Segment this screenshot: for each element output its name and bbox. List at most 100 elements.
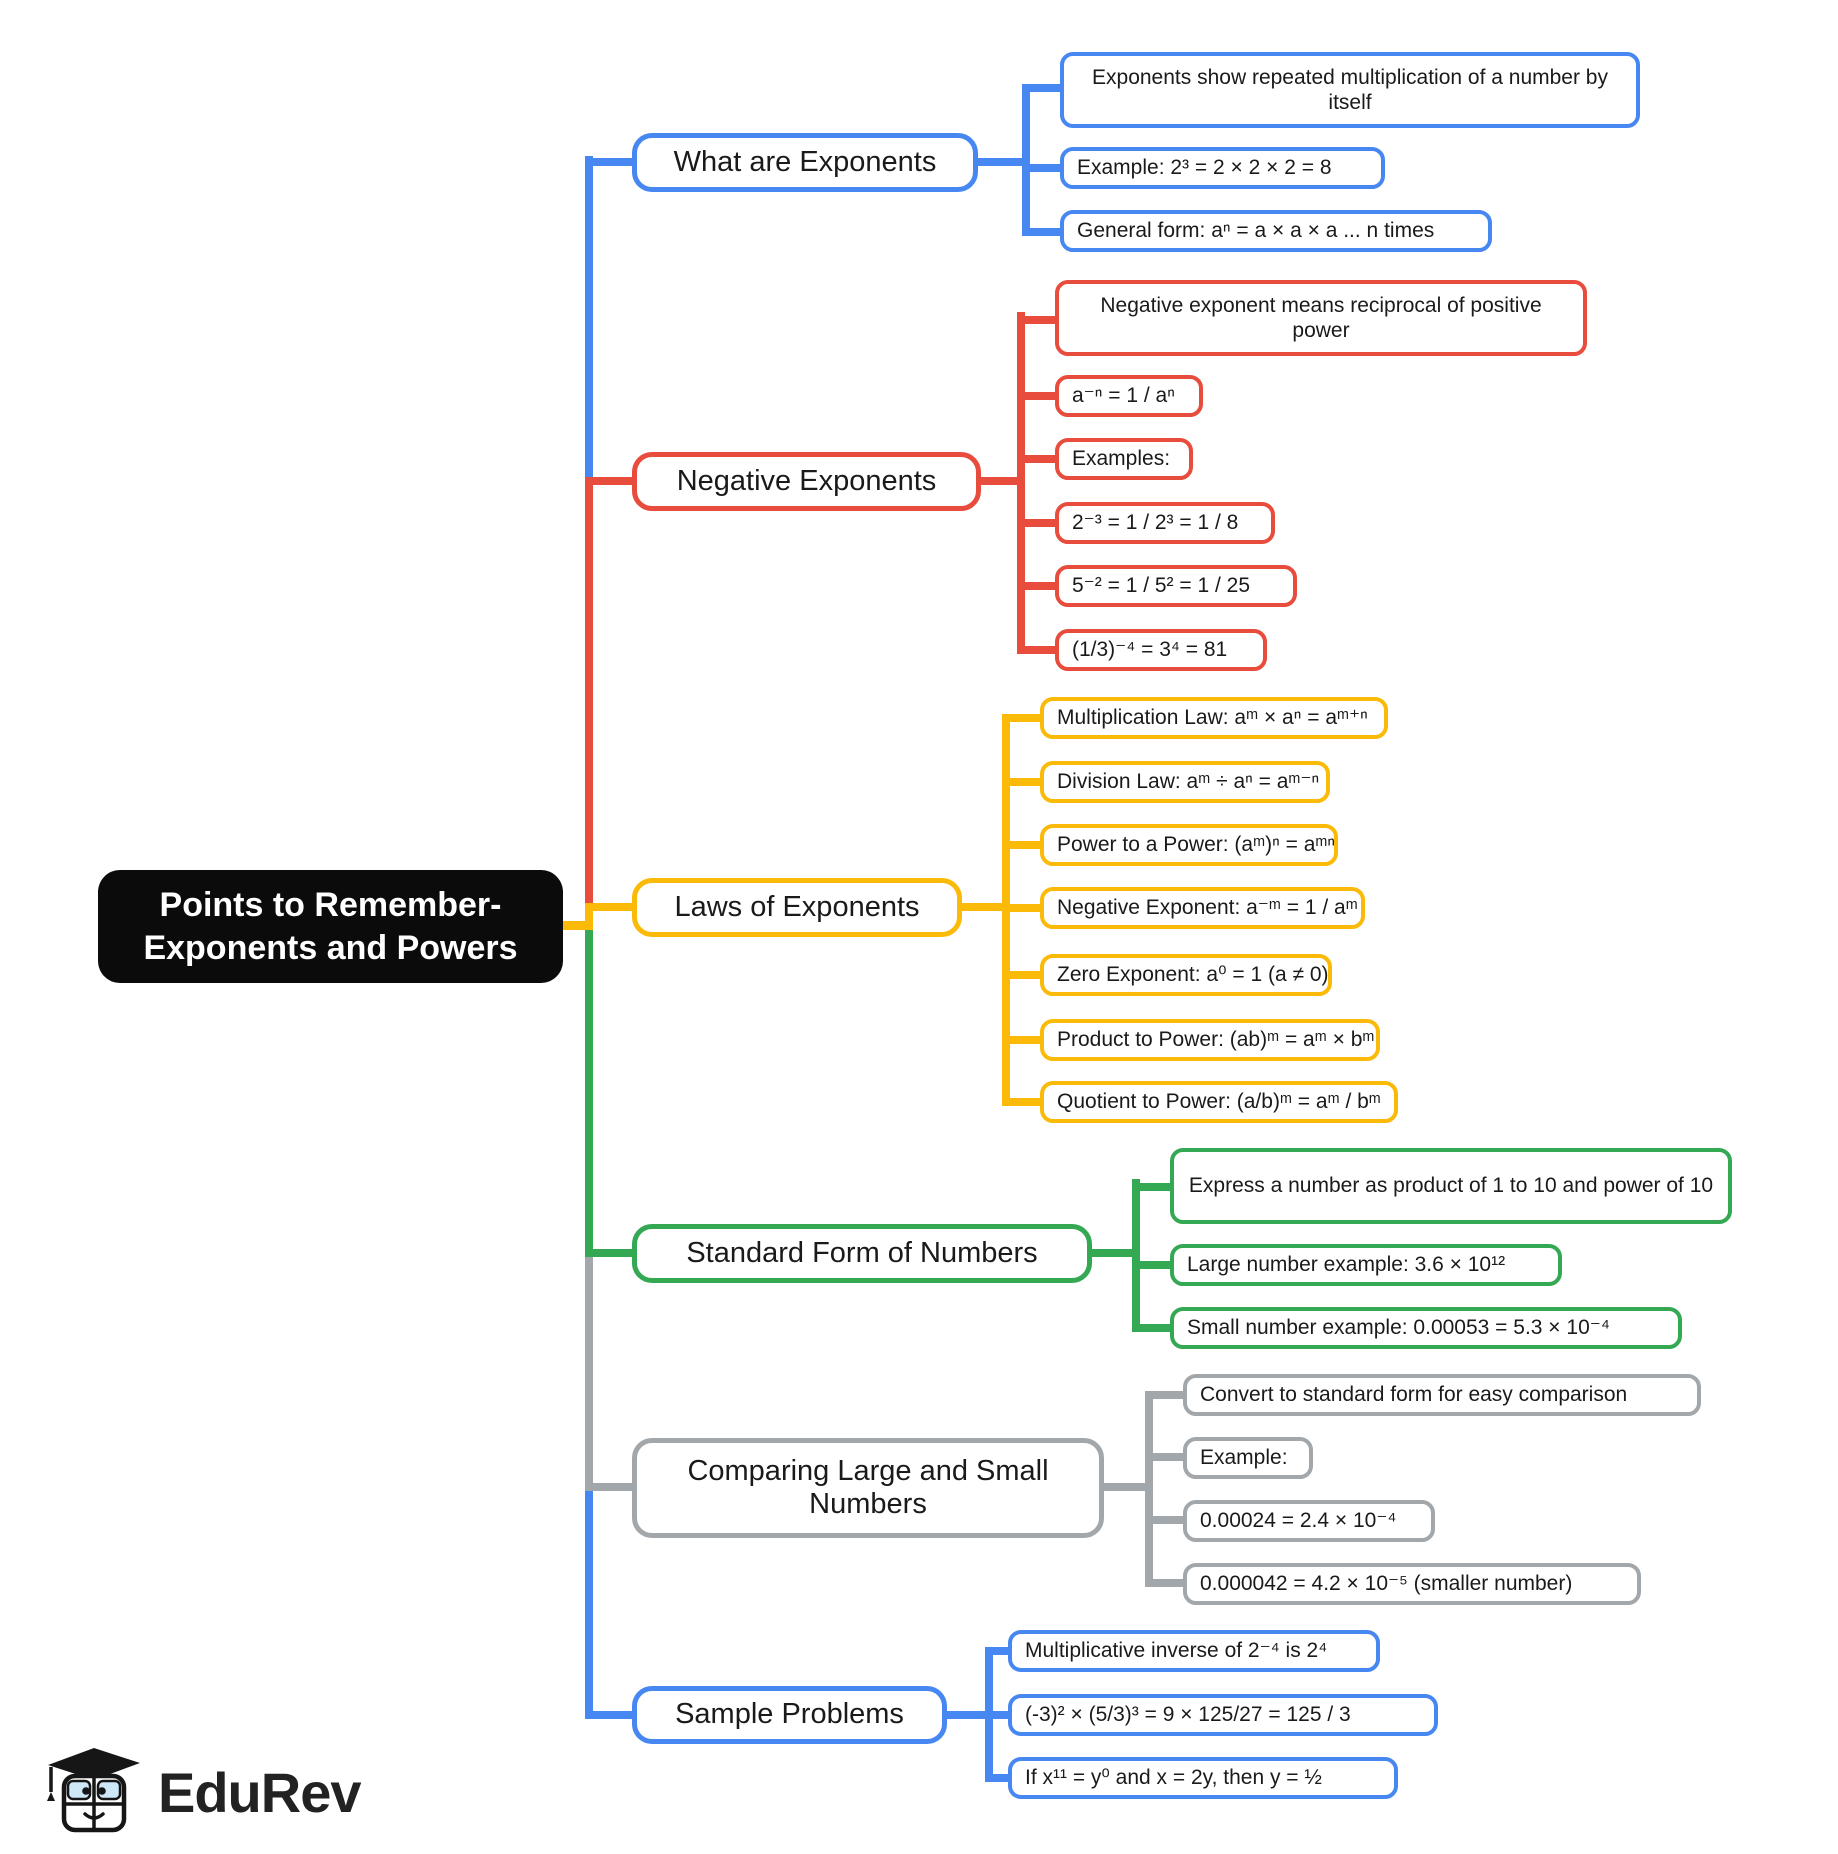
leaf-node: Examples: [1055,438,1193,480]
child-trunk-branch2 [1017,312,1025,652]
connector-child [985,1711,1015,1719]
leaf-node: a⁻ⁿ = 1 / aⁿ [1055,375,1203,417]
trunk-segment-blue-bottom [585,1487,593,1719]
connector-branch1 [975,158,1027,166]
connector-child [1132,1324,1172,1332]
leaf-node: 0.000042 = 4.2 × 10⁻⁵ (smaller number) [1183,1563,1641,1605]
leaf-label: Negative Exponent: a⁻ᵐ = 1 / aᵐ [1057,896,1358,920]
edurev-mascot-icon [40,1742,144,1843]
leaf-label: Express a number as product of 1 to 10 a… [1188,1174,1714,1198]
leaf-node: Negative exponent means reciprocal of po… [1055,280,1587,356]
leaf-label: Small number example: 0.00053 = 5.3 × 10… [1187,1316,1610,1340]
leaf-label: (-3)² × (5/3)³ = 9 × 125/27 = 125 / 3 [1025,1703,1351,1727]
leaf-label: Example: [1200,1446,1288,1470]
leaf-node: Zero Exponent: a⁰ = 1 (a ≠ 0) [1040,954,1332,996]
trunk-segment-green [585,930,593,1254]
connector-root [556,921,592,930]
connector-heading-laws [585,903,640,911]
connector-child [1002,778,1042,786]
heading-label: Laws of Exponents [674,890,920,923]
leaf-label: 0.00024 = 2.4 × 10⁻⁴ [1200,1509,1397,1533]
edurev-logo: EduRev [40,1742,361,1843]
leaf-node: Quotient to Power: (a/b)ᵐ = aᵐ / bᵐ [1040,1081,1398,1123]
connector-heading-sample [585,1711,640,1719]
connector-child [1145,1516,1185,1524]
trunk-segment-blue-top [585,156,593,482]
connector-child [1132,1261,1172,1269]
leaf-label: Large number example: 3.6 × 10¹² [1187,1253,1506,1277]
leaf-node: Division Law: aᵐ ÷ aⁿ = aᵐ⁻ⁿ [1040,761,1330,803]
leaf-node: 0.00024 = 2.4 × 10⁻⁴ [1183,1500,1435,1542]
branch-heading-standard-form: Standard Form of Numbers [632,1224,1092,1283]
root-title-line1: Points to Remember- [159,886,502,924]
connector-child [1017,582,1057,590]
leaf-label: Division Law: aᵐ ÷ aⁿ = aᵐ⁻ⁿ [1057,770,1320,794]
leaf-node: Power to a Power: (aᵐ)ⁿ = aᵐⁿ [1040,824,1338,866]
trunk-segment-yellow [585,906,593,930]
connector-child [1017,316,1057,324]
heading-label: Comparing Large and Small Numbers [687,1454,1049,1520]
connector-child [1002,1098,1042,1106]
connector-branch3 [955,903,1010,911]
connector-child [1022,228,1062,236]
branch-heading-laws-of-exponents: Laws of Exponents [632,878,962,937]
leaf-node: Example: 2³ = 2 × 2 × 2 = 8 [1060,147,1385,189]
leaf-label: 0.000042 = 4.2 × 10⁻⁵ (smaller number) [1200,1572,1573,1596]
leaf-node: Product to Power: (ab)ᵐ = aᵐ × bᵐ [1040,1019,1380,1061]
edurev-logo-text: EduRev [158,1761,361,1824]
leaf-label: Negative exponent means reciprocal of po… [1100,293,1542,342]
leaf-label: Quotient to Power: (a/b)ᵐ = aᵐ / bᵐ [1057,1090,1381,1114]
leaf-node: Multiplication Law: aᵐ × aⁿ = aᵐ⁺ⁿ [1040,697,1388,739]
leaf-node: If x¹¹ = y⁰ and x = 2y, then y = ½ [1008,1757,1398,1799]
leaf-node: Multiplicative inverse of 2⁻⁴ is 2⁴ [1008,1630,1380,1672]
connector-child [1022,164,1062,172]
connector-heading-standard [585,1249,640,1257]
leaf-label: If x¹¹ = y⁰ and x = 2y, then y = ½ [1025,1766,1322,1790]
leaf-node: 5⁻² = 1 / 5² = 1 / 25 [1055,565,1297,607]
leaf-label: (1/3)⁻⁴ = 3⁴ = 81 [1072,638,1228,662]
leaf-label: Power to a Power: (aᵐ)ⁿ = aᵐⁿ [1057,833,1336,857]
branch-heading-negative-exponents: Negative Exponents [632,452,981,511]
heading-label: What are Exponents [673,145,937,178]
leaf-node: Example: [1183,1437,1313,1479]
connector-child [1002,841,1042,849]
root-title-line2: Exponents and Powers [143,928,518,967]
leaf-label: 5⁻² = 1 / 5² = 1 / 25 [1072,574,1251,598]
connector-branch5 [1098,1483,1153,1491]
connector-child [1022,84,1062,92]
root-node: Points to Remember- Exponents and Powers [98,870,563,983]
leaf-label: Multiplicative inverse of 2⁻⁴ is 2⁴ [1025,1639,1328,1663]
leaf-label: 2⁻³ = 1 / 2³ = 1 / 8 [1072,511,1239,535]
connector-branch4 [1085,1249,1140,1257]
leaf-label: Examples: [1072,447,1171,471]
leaf-node: Convert to standard form for easy compar… [1183,1374,1701,1416]
heading-label: Sample Problems [675,1698,904,1731]
leaf-node: Exponents show repeated multiplication o… [1060,52,1640,128]
connector-child [1017,455,1057,463]
connector-child [1017,392,1057,400]
connector-child [985,1774,1015,1782]
leaf-label: Zero Exponent: a⁰ = 1 (a ≠ 0) [1057,963,1329,987]
connector-child [1002,714,1042,722]
child-trunk-branch1 [1022,84,1030,236]
leaf-node: Large number example: 3.6 × 10¹² [1170,1244,1562,1286]
connector-child [1145,1453,1185,1461]
connector-child [1002,971,1042,979]
trunk-segment-gray [585,1250,593,1491]
connector-child [1002,904,1042,912]
leaf-node: General form: aⁿ = a × a × a ... n times [1060,210,1492,252]
connector-child [1017,519,1057,527]
leaf-label: General form: aⁿ = a × a × a ... n times [1077,219,1435,243]
connector-heading-what [585,158,640,166]
leaf-node: (1/3)⁻⁴ = 3⁴ = 81 [1055,629,1267,671]
leaf-node: (-3)² × (5/3)³ = 9 × 125/27 = 125 / 3 [1008,1694,1438,1736]
heading-label: Negative Exponents [676,464,937,497]
leaf-node: Small number example: 0.00053 = 5.3 × 10… [1170,1307,1682,1349]
leaf-label: Example: 2³ = 2 × 2 × 2 = 8 [1077,156,1332,180]
connector-child [1145,1579,1185,1587]
connector-branch6 [940,1711,992,1719]
leaf-label: Convert to standard form for easy compar… [1200,1383,1628,1407]
leaf-label: Exponents show repeated multiplication o… [1092,65,1608,114]
leaf-node: 2⁻³ = 1 / 2³ = 1 / 8 [1055,502,1275,544]
leaf-label: Multiplication Law: aᵐ × aⁿ = aᵐ⁺ⁿ [1057,706,1368,730]
